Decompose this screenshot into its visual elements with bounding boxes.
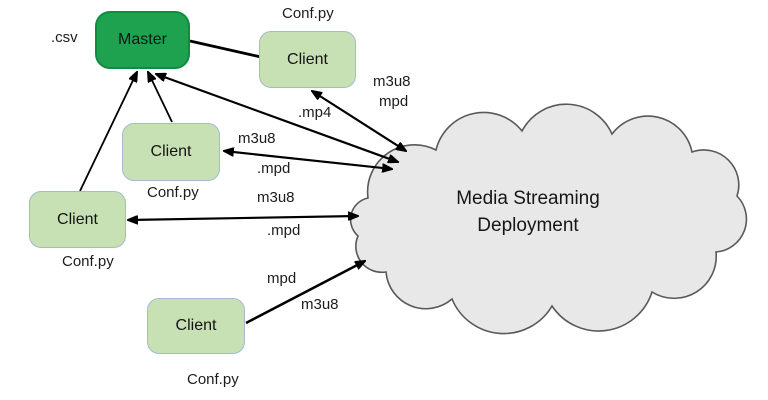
label-m3u8-middle: m3u8 — [238, 130, 276, 147]
edge-client-left-master — [79, 72, 137, 192]
cloud-label-line2: Deployment — [477, 215, 579, 236]
label-m3u8-top: m3u8 — [373, 73, 411, 90]
label-mpd-left: .mpd — [267, 222, 301, 239]
label-conf-middle: Conf.py — [147, 184, 199, 201]
label-m3u8-left: m3u8 — [257, 189, 295, 206]
edge-client-top-right-cloud — [312, 91, 406, 151]
label-csv: .csv — [51, 29, 78, 46]
label-conf-bottom: Conf.py — [187, 371, 239, 388]
cloud-label: Media Streaming Deployment — [418, 185, 638, 239]
node-client-label: Client — [287, 50, 328, 68]
edge-client-left-cloud — [128, 216, 358, 220]
cloud-shape — [349, 103, 748, 335]
node-client-bottom: Client — [147, 298, 245, 354]
node-client-label: Client — [175, 317, 217, 334]
node-client-label: Client — [57, 210, 98, 228]
label-m3u8-bottom: m3u8 — [301, 296, 339, 313]
node-master: Master — [95, 11, 190, 69]
label-mp4: .mp4 — [298, 104, 332, 121]
node-client-middle: Client — [122, 123, 220, 181]
node-client-left: Client — [29, 191, 126, 248]
label-mpd-top: mpd — [379, 93, 409, 110]
label-conf-left: Conf.py — [62, 253, 114, 270]
node-client-label: Client — [150, 143, 192, 160]
edge-client-bottom-cloud — [245, 261, 365, 325]
edge-master-client-top-right — [189, 39, 262, 59]
label-conf-top-right: Conf.py — [282, 5, 334, 22]
node-master-label: Master — [118, 31, 167, 48]
edge-client-middle-cloud — [224, 151, 392, 169]
label-mpd-middle: .mpd — [257, 160, 291, 177]
node-client-top-right: Client — [259, 31, 356, 88]
cloud-label-line1: Media Streaming — [456, 188, 600, 209]
label-mpd-bottom: mpd — [267, 270, 297, 287]
